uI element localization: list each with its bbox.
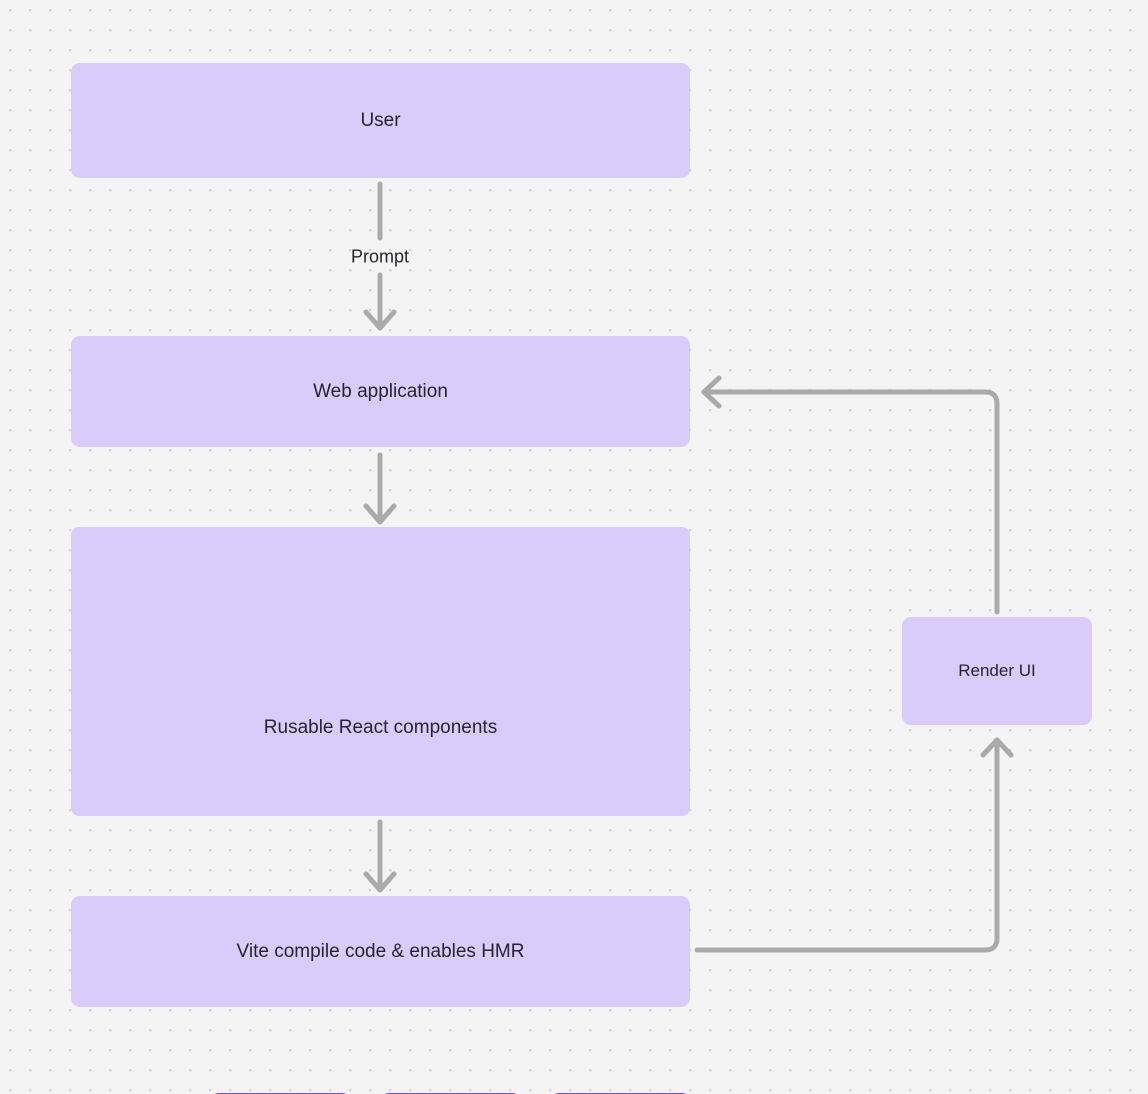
edge-vite-to-render-ui (694, 737, 1014, 953)
node-user[interactable]: User (71, 63, 690, 178)
node-vite[interactable]: Vite compile code & enables HMR (71, 896, 690, 1007)
node-vite-label: Vite compile code & enables HMR (236, 940, 525, 962)
edge-webapp-to-components (363, 452, 397, 525)
edge-render-ui-to-webapp (701, 375, 1000, 615)
node-web-application[interactable]: Web application (71, 336, 690, 447)
components-group-caption: Rusable React components (263, 717, 498, 738)
node-render-ui[interactable]: Render UI (902, 617, 1092, 725)
edge-label-prompt: Prompt (350, 246, 410, 267)
node-components-group[interactable]: HTML = structure CSS = Styles & Layouts … (71, 527, 693, 1094)
node-render-ui-label: Render UI (958, 661, 1036, 680)
node-user-label: User (360, 109, 401, 131)
node-web-application-label: Web application (313, 380, 448, 402)
edge-components-to-vite (363, 819, 397, 893)
